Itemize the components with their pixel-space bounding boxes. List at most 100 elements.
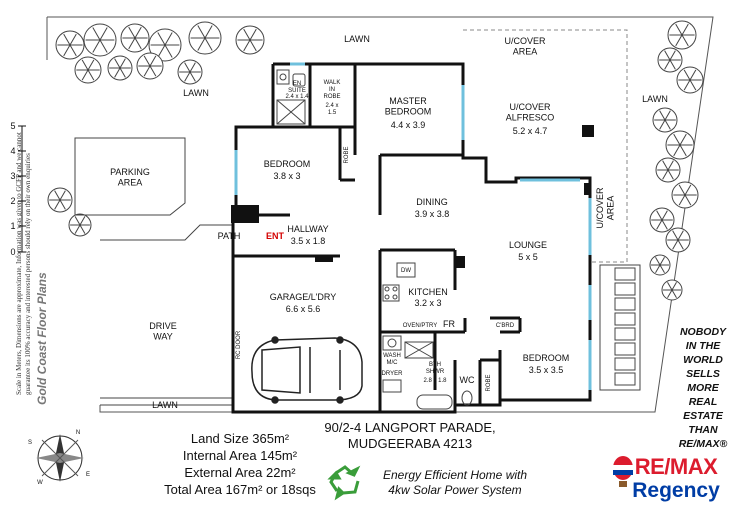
label-line: BEDROOM xyxy=(385,106,432,116)
path-label: PATH xyxy=(218,231,241,241)
tree-branch xyxy=(669,59,676,70)
label-line: SHWR xyxy=(426,369,445,375)
parking-area xyxy=(74,137,233,406)
lawn-bottom-label: LAWN xyxy=(152,400,178,410)
tree-branch xyxy=(249,39,257,52)
address-line-1: 90/2-4 LANGPORT PARADE, xyxy=(324,420,496,435)
car xyxy=(251,336,363,404)
slogan-line: MORE xyxy=(687,382,719,394)
tree-branch xyxy=(689,69,697,81)
wc-label: WC xyxy=(460,375,475,385)
tree-branch xyxy=(119,67,126,78)
scale-tick-0: 0 xyxy=(10,247,15,257)
tree-branch xyxy=(87,59,95,71)
ucover-area-side-label: U/COVERAREA xyxy=(595,187,615,229)
tree-branch xyxy=(671,289,677,299)
tree-branch xyxy=(655,256,661,266)
tree-branch xyxy=(54,190,61,201)
internal-area: Internal Area 145m² xyxy=(182,448,298,463)
scale-tick-2: 2 xyxy=(10,196,15,206)
scale-tick-4: 4 xyxy=(10,146,15,156)
compass-w: W xyxy=(37,480,43,486)
label-line: U/COVER xyxy=(595,187,605,229)
fridge-label: FR xyxy=(443,319,455,329)
lot-boundary xyxy=(46,16,714,413)
tree-branch xyxy=(249,28,257,41)
tree-branch xyxy=(164,32,173,46)
label-line: WALK xyxy=(324,80,341,86)
tree-branch xyxy=(243,28,251,41)
remax-logo: RE/MAX Regency xyxy=(606,455,746,503)
tree-branch xyxy=(677,230,684,241)
bedroom1-label: BEDROOM xyxy=(264,159,311,169)
area-facts: Land Size 365m² Internal Area 145m² Exte… xyxy=(120,430,360,498)
tree-branch xyxy=(128,37,136,50)
garage-size: 6.6 x 5.6 xyxy=(286,304,321,314)
disclaimer-text: Scale in Meters, Dimensions are approxim… xyxy=(15,132,32,395)
dining-size: 3.9 x 3.8 xyxy=(415,209,450,219)
tree-branch xyxy=(59,190,66,201)
tree-branch xyxy=(664,119,671,130)
energy-note: Energy Efficient Home with 4kw Solar Pow… xyxy=(360,468,550,498)
ensuite-size: 2.4 x 1.4 xyxy=(285,94,309,100)
slogan-line: SELLS xyxy=(686,368,720,380)
kitchen-label: KITCHEN xyxy=(408,287,448,297)
slogan-line: RE/MAX® xyxy=(678,438,728,450)
label-line: EN xyxy=(293,81,301,87)
tree-branch xyxy=(119,58,126,69)
tree-branch xyxy=(661,210,668,221)
tree-branch xyxy=(673,144,681,157)
scale-tick-1: 1 xyxy=(10,221,15,231)
tree-branch xyxy=(689,79,697,91)
hallway-size: 3.5 x 1.8 xyxy=(291,236,326,246)
tree-branch xyxy=(69,44,77,57)
tree-branch xyxy=(189,71,196,82)
tree-branch xyxy=(204,25,213,39)
tree-branch xyxy=(659,256,665,266)
scale-tick-3: 3 xyxy=(10,171,15,181)
tree-branch xyxy=(134,26,142,39)
brand-name-b: MAX xyxy=(669,454,718,479)
tree-branch xyxy=(679,144,687,157)
label-line: U/COVER xyxy=(509,102,551,112)
tree-branch xyxy=(664,50,671,61)
energy-line-1: Energy Efficient Home with xyxy=(382,468,528,482)
fixtures xyxy=(276,69,641,410)
tree-branch xyxy=(659,119,666,130)
lounge-label: LOUNGE xyxy=(509,240,547,250)
maker-credit: Gold Coast Floor Plans xyxy=(35,272,49,405)
label-line: U/COVER xyxy=(504,36,546,46)
tree-branch xyxy=(149,55,157,67)
label-line: IN xyxy=(329,87,335,93)
compass-s: S xyxy=(28,440,32,446)
bedroom2-size: 3.5 x 3.5 xyxy=(529,365,564,375)
label-line: ALFRESCO xyxy=(506,112,555,122)
tree-branch xyxy=(197,25,206,39)
hallway-label: HALLWAY xyxy=(287,224,328,234)
oven-pantry-label: OVEN/PTRY xyxy=(403,323,438,329)
tree-branch xyxy=(184,62,191,73)
label-line: MASTER xyxy=(389,96,427,106)
tree-branch xyxy=(662,169,669,180)
bedroom2-label: BEDROOM xyxy=(523,353,570,363)
tree-branch xyxy=(669,50,676,61)
address: 90/2-4 LANGPORT PARADE, MUDGEERABA 4213 xyxy=(310,420,510,452)
label-line: BTH xyxy=(429,362,441,368)
compass: N S E W xyxy=(28,430,90,486)
tree-branch xyxy=(656,210,663,221)
brand-name-a: RE/ xyxy=(634,454,671,479)
slogan-line: WORLD xyxy=(683,354,723,366)
tree-branch xyxy=(672,230,679,241)
tree-branch xyxy=(164,44,173,58)
label-line: PARKING xyxy=(110,167,150,177)
lounge-size: 5 x 5 xyxy=(518,252,538,262)
tree-branch xyxy=(679,133,687,146)
tree-branch xyxy=(655,264,661,274)
label-line: ROBE xyxy=(323,94,340,100)
